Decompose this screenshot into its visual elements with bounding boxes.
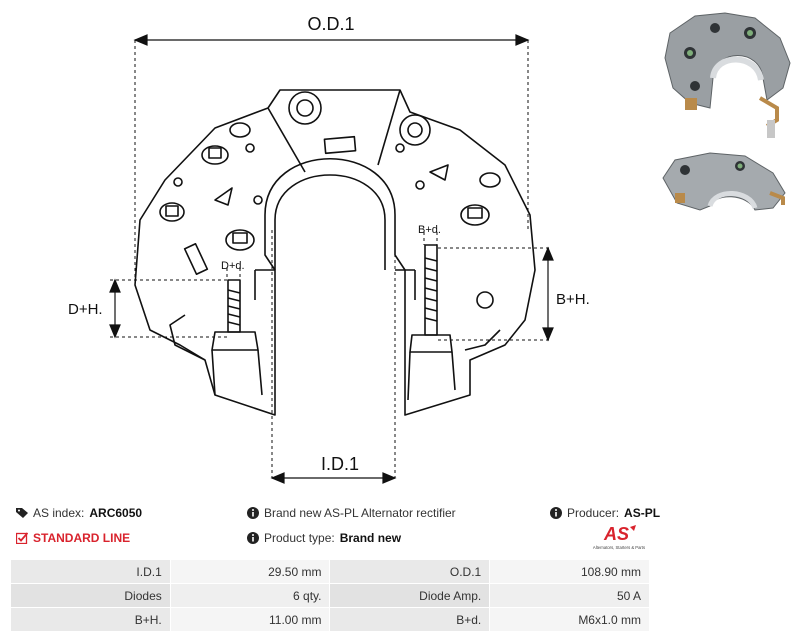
dh-label: D+H. <box>68 301 103 318</box>
producer-label: Producer: <box>567 506 620 520</box>
product-type-value: Brand new <box>339 531 402 545</box>
logo-tagline: Alternators, Starters & Parts <box>593 545 645 550</box>
product-type-label: Product type: <box>264 531 335 545</box>
spec-value: 29.50 mm <box>169 559 331 584</box>
od-label: O.D.1 <box>307 14 354 34</box>
table-row: I.D.1 29.50 mm O.D.1 108.90 mm <box>10 559 650 584</box>
spec-label: B+H. <box>10 607 171 632</box>
producer-info: Producer: AS-PL <box>550 506 660 520</box>
dd-label: D+d. <box>221 260 245 272</box>
product-photos <box>662 12 791 211</box>
info-icon <box>247 532 259 544</box>
rectifier-technical-drawing: O.D.1 I.D.1 B+H. B+d. D+H. D+d. <box>68 14 590 484</box>
spec-value: 50 A <box>489 583 650 608</box>
info-icon <box>247 507 259 519</box>
rectifier-outline <box>134 89 536 416</box>
producer-value: AS-PL <box>624 506 661 520</box>
info-icon <box>550 507 562 519</box>
spec-label: Diodes <box>10 583 171 608</box>
as-index-value: ARC6050 <box>89 506 143 520</box>
bd-label: B+d. <box>418 224 441 236</box>
spec-value: M6x1.0 mm <box>489 607 650 632</box>
spec-value: 6 qty. <box>169 583 331 608</box>
spec-label: I.D.1 <box>10 559 171 584</box>
spec-label: B+d. <box>329 607 491 632</box>
tag-icon <box>16 508 28 518</box>
spec-label: Diode Amp. <box>329 583 491 608</box>
description-info: Brand new AS-PL Alternator rectifier <box>247 506 456 520</box>
spec-label: O.D.1 <box>329 559 491 584</box>
description-text: Brand new AS-PL Alternator rectifier <box>264 506 456 520</box>
specification-table: I.D.1 29.50 mm O.D.1 108.90 mm Diodes 6 … <box>10 559 650 632</box>
spec-value: 11.00 mm <box>169 607 331 632</box>
product-type-info: Product type: Brand new <box>247 531 401 545</box>
checkbox-checked-icon <box>16 532 28 544</box>
logo-text: AS <box>603 524 629 544</box>
product-photo-bottom <box>662 152 786 211</box>
table-row: Diodes 6 qty. Diode Amp. 50 A <box>10 583 650 608</box>
as-index-info: AS index: ARC6050 <box>16 506 142 520</box>
table-row: B+H. 11.00 mm B+d. M6x1.0 mm <box>10 607 650 632</box>
bh-label: B+H. <box>556 291 590 308</box>
product-photo-top <box>664 12 791 138</box>
as-pl-logo: AS Alternators, Starters & Parts <box>593 524 645 550</box>
standard-line-label: STANDARD LINE <box>33 531 131 545</box>
id-label: I.D.1 <box>321 454 359 474</box>
standard-line-badge: STANDARD LINE <box>16 531 130 545</box>
spec-value: 108.90 mm <box>489 559 650 584</box>
as-index-label: AS index: <box>33 506 85 520</box>
